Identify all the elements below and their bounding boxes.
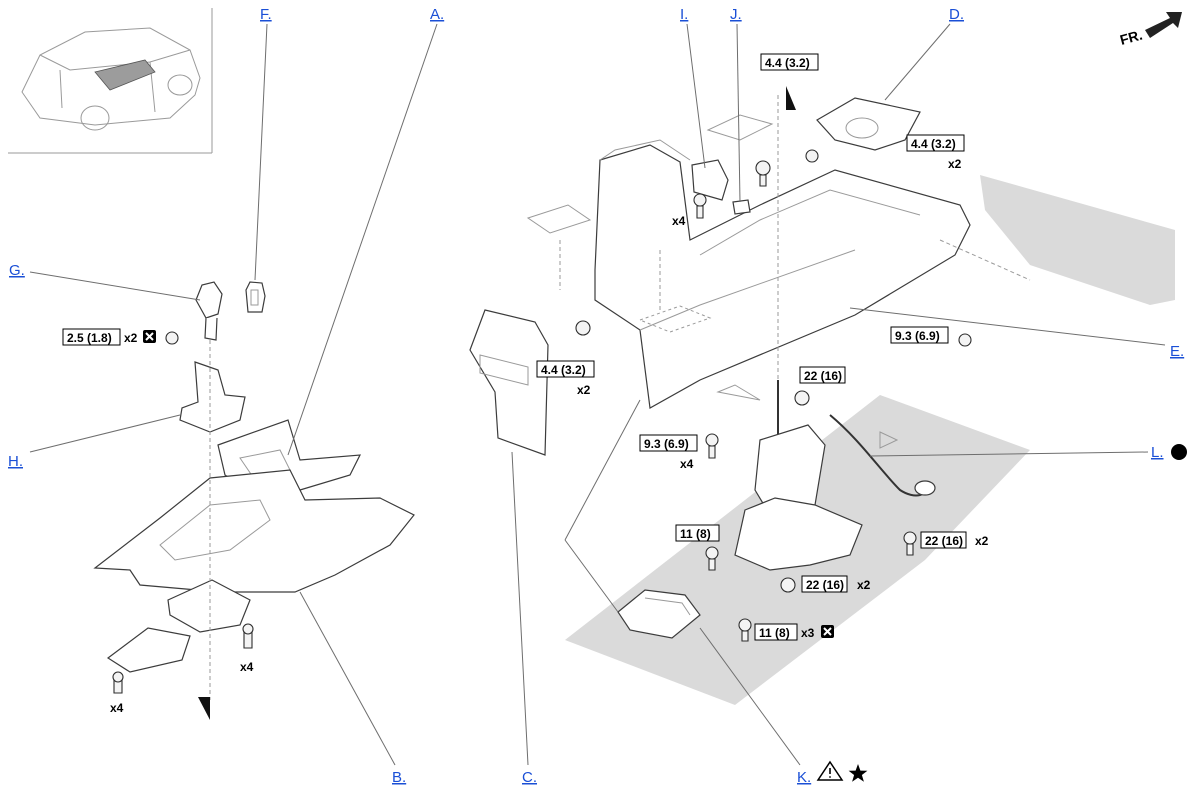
quantity-label: x3 — [801, 626, 815, 640]
quantity-label: x2 — [124, 331, 138, 345]
callout-labels: F. A. G. H. B. C. I. J. D. E. L. K. — [8, 6, 1184, 786]
torque-value: 9.3 (6.9) — [644, 437, 689, 451]
torque-value: 4.4 (3.2) — [911, 137, 956, 151]
leader-lines — [29, 23, 1166, 766]
quantity-label: x4 — [680, 457, 694, 471]
callout-i-link[interactable]: I. — [680, 6, 688, 23]
callout-symbols — [816, 444, 1187, 782]
vehicle-locator-inset — [8, 8, 213, 154]
shift-knob-part — [195, 281, 223, 341]
torque-specs: 2.5 (1.8) x2 4.4 (3.2) 4.4 (3.2) x2 x4 4… — [62, 53, 989, 715]
torque-value: 2.5 (1.8) — [67, 331, 112, 345]
quantity-label: x2 — [975, 534, 989, 548]
right-bolts — [575, 149, 972, 642]
left-screws — [112, 331, 254, 694]
assembly-guides — [526, 86, 1031, 449]
warning-triangle-icon — [816, 760, 844, 781]
shift-cover-part — [245, 281, 266, 313]
quantity-label: x4 — [110, 701, 124, 715]
left-assembly-axis — [198, 340, 211, 720]
shift-lever-assembly-part — [734, 380, 863, 571]
cup-holder-part — [816, 97, 921, 151]
console-panel-part — [93, 469, 415, 593]
torque-spec-right-bolt: 22 (16) x2 — [920, 531, 989, 549]
callout-k-link[interactable]: K. — [797, 769, 811, 786]
lower-holder-part — [106, 579, 251, 673]
torque-value: 4.4 (3.2) — [541, 363, 586, 377]
torque-spec-srs-unit: 11 (8) x3 — [754, 623, 834, 641]
torque-value: 11 (8) — [759, 626, 790, 640]
torque-value: 22 (16) — [925, 534, 963, 548]
do-not-reuse-icon — [821, 625, 834, 638]
quantity-label: x4 — [240, 660, 254, 674]
torque-value: 4.4 (3.2) — [765, 56, 810, 70]
rear-console-cover-part — [469, 309, 549, 456]
front-label: FR. — [1118, 27, 1144, 48]
torque-spec-g: 2.5 (1.8) x2 — [62, 328, 156, 346]
torque-spec-nut: 22 (16) x2 — [801, 575, 871, 593]
callout-a-link[interactable]: A. — [430, 6, 444, 23]
callout-c-link[interactable]: C. — [522, 769, 537, 786]
torque-value: 11 (8) — [680, 527, 711, 541]
shift-boot-part — [179, 361, 246, 433]
torque-spec-srs-bolt: 11 (8) — [675, 524, 720, 542]
torque-value: 22 (16) — [804, 369, 842, 383]
callout-l-link[interactable]: L. — [1151, 444, 1164, 461]
torque-spec-top-center: 4.4 (3.2) — [760, 53, 819, 71]
quantity-label: x2 — [857, 578, 871, 592]
star-icon — [848, 764, 868, 782]
srs-unit-part — [617, 589, 701, 639]
callout-b-link[interactable]: B. — [392, 769, 406, 786]
front-direction-indicator: FR. — [1118, 12, 1182, 48]
filled-circle-icon — [1171, 444, 1187, 460]
shift-cable-part — [829, 414, 936, 497]
console-body-part — [594, 139, 971, 409]
torque-spec-lever-nut: 22 (16) — [799, 366, 846, 384]
torque-value: 22 (16) — [806, 578, 844, 592]
callout-g-link[interactable]: G. — [9, 262, 25, 279]
callout-j-link[interactable]: J. — [730, 6, 742, 23]
torque-spec-e: 9.3 (6.9) — [890, 326, 949, 344]
torque-spec-c: 4.4 (3.2) x2 — [536, 360, 595, 397]
clip-j-part — [732, 199, 751, 215]
callout-f-link[interactable]: F. — [260, 6, 272, 23]
callout-h-link[interactable]: H. — [8, 453, 23, 470]
clip-i-part — [691, 159, 729, 201]
do-not-reuse-icon — [143, 330, 156, 343]
quantity-label: x2 — [948, 157, 962, 171]
torque-value: 9.3 (6.9) — [895, 329, 940, 343]
quantity-label: x4 — [672, 214, 686, 228]
torque-spec-bracket: 9.3 (6.9) x4 — [639, 434, 698, 471]
callout-d-link[interactable]: D. — [949, 6, 964, 23]
callout-e-link[interactable]: E. — [1170, 343, 1184, 360]
quantity-label: x2 — [577, 383, 591, 397]
torque-spec-d: 4.4 (3.2) x2 — [906, 134, 965, 171]
